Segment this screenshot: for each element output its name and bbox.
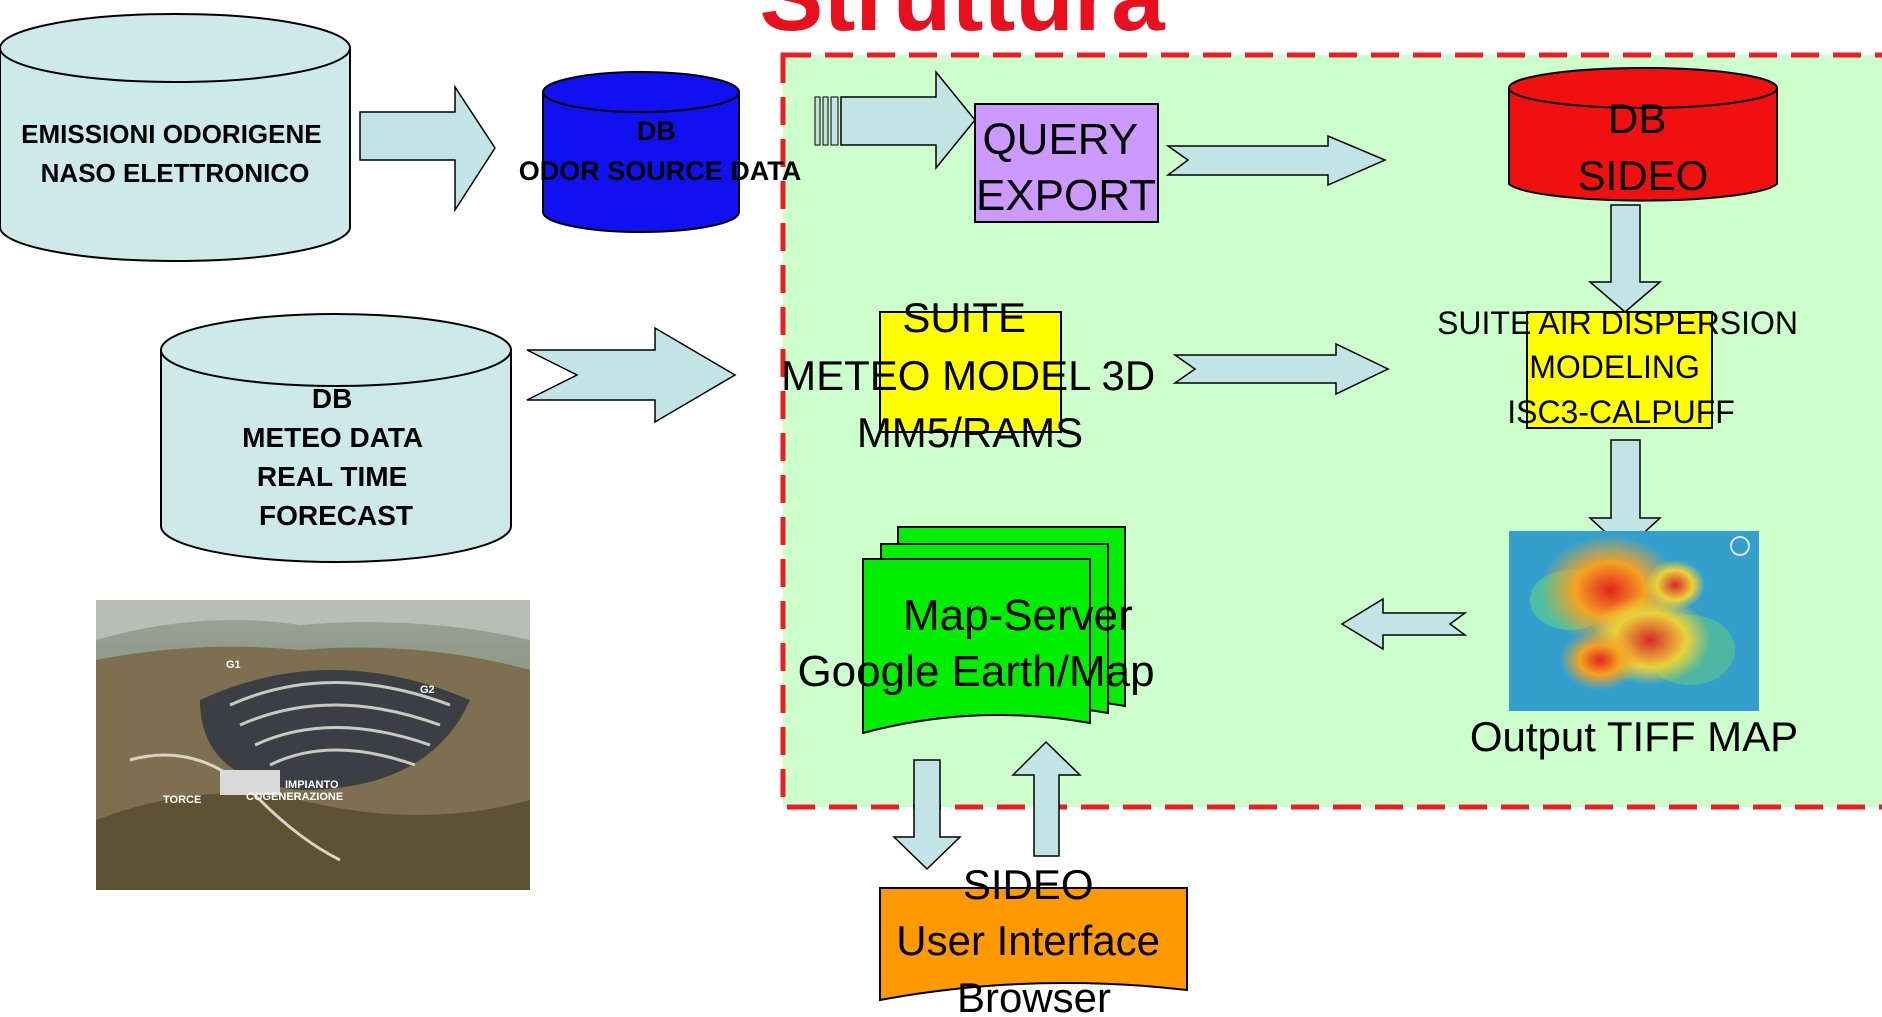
query-export-box: QUERY EXPORT bbox=[974, 103, 1159, 223]
photo-label-g1: G1 bbox=[226, 659, 241, 671]
query-line-1: QUERY bbox=[982, 115, 1137, 164]
arrow-query-to-sideo bbox=[1165, 134, 1387, 187]
svg-text:EMISSIONI ODORIGENE NASO: EMISSIONI ODORIGENE NASO ELETTRONICO bbox=[21, 119, 329, 188]
landfill-quarry-photo: G1 G2 IMPIANTO COGENERAZIONE TORCE bbox=[96, 600, 530, 890]
suite-air-line-1: SUITE AIR DISPERSION bbox=[1437, 305, 1798, 341]
svg-text:Map-Server Google Earth/: Map-Server Google Earth/Map bbox=[797, 591, 1154, 696]
arrow-meteo-to-air bbox=[1172, 342, 1390, 396]
svg-text:SIDEO User Interface: SIDEO User Interface Browser bbox=[896, 861, 1171, 1017]
svg-text:G1 G2 IMPIANTO: G1 G2 IMPIANTO COGENERAZIONE TORCE bbox=[163, 659, 438, 806]
db-meteo-line-2: METEO DATA bbox=[242, 422, 423, 453]
photo-label-impianto: IMPIANTO bbox=[285, 779, 339, 791]
db-meteo-line-1: DB bbox=[312, 383, 352, 414]
db-sideo-line-2: SIDEO bbox=[1578, 152, 1709, 199]
arrow-meteo-to-suite bbox=[526, 326, 737, 424]
db-emissioni-cylinder: EMISSIONI ODORIGENE NASO ELETTRONICO bbox=[0, 13, 351, 262]
sideo-ui-line-1: SIDEO bbox=[963, 861, 1094, 908]
emissioni-line-2: NASO ELETTRONICO bbox=[41, 158, 310, 188]
sideo-ui-line-2: User Interface bbox=[896, 917, 1160, 964]
svg-text:SUITE AIR DISPERSION MOD: SUITE AIR DISPERSION MODELING ISC3-CALPU… bbox=[1437, 305, 1807, 430]
arrow-ui-to-mapserver bbox=[1011, 740, 1082, 857]
arrow-sideo-to-air bbox=[1587, 204, 1663, 313]
suite-air-line-3: ISC3-CALPUFF bbox=[1507, 394, 1735, 430]
suite-meteo-model-box: SUITE METEO MODEL 3D MM5/RAMS bbox=[781, 294, 1167, 456]
sideo-ui-line-3: Browser bbox=[957, 974, 1111, 1017]
arrow-mapserver-to-ui bbox=[892, 759, 962, 871]
svg-text:DB SIDEO: DB SIDEO bbox=[1578, 95, 1709, 199]
svg-text:SUITE METEO MODEL 3D: SUITE METEO MODEL 3D MM5/RAMS bbox=[781, 294, 1167, 456]
photo-label-torce: TORCE bbox=[163, 794, 201, 806]
map-server-line-1: Map-Server bbox=[903, 591, 1133, 640]
suite-air-line-2: MODELING bbox=[1529, 349, 1700, 385]
db-odor-source-cylinder: DB ODOR SOURCE DATA bbox=[519, 71, 802, 233]
suite-air-dispersion-box: SUITE AIR DISPERSION MODELING ISC3-CALPU… bbox=[1437, 305, 1807, 430]
photo-label-cogenerazione: COGENERAZIONE bbox=[246, 791, 343, 803]
query-line-2: EXPORT bbox=[976, 171, 1156, 220]
suite-meteo-line-1: SUITE bbox=[902, 294, 1026, 341]
output-tiff-label: Output TIFF MAP bbox=[1470, 713, 1798, 760]
map-server-document-stack: Map-Server Google Earth/Map bbox=[797, 526, 1155, 735]
db-odor-line-2: ODOR SOURCE DATA bbox=[519, 156, 802, 186]
photo-label-g2: G2 bbox=[420, 684, 435, 696]
arrow-db-to-query bbox=[814, 69, 976, 171]
sideo-user-interface-document: SIDEO User Interface Browser bbox=[879, 861, 1188, 1017]
db-odor-line-1: DB bbox=[637, 116, 676, 146]
db-meteo-line-4: FORECAST bbox=[259, 500, 413, 531]
svg-text:QUERY EXPORT: QUERY EXPORT bbox=[976, 115, 1156, 220]
emissioni-line-1: EMISSIONI ODORIGENE bbox=[21, 119, 322, 149]
db-sideo-cylinder: DB SIDEO bbox=[1508, 67, 1778, 202]
svg-text:DB METEO DATA REAL: DB METEO DATA REAL TIME FORECAST bbox=[242, 383, 430, 531]
db-meteo-line-3: REAL TIME bbox=[257, 461, 407, 492]
db-sideo-line-1: DB bbox=[1608, 95, 1666, 142]
arrow-output-to-mapserver bbox=[1340, 597, 1468, 651]
map-server-line-2: Google Earth/Map bbox=[797, 647, 1154, 696]
suite-meteo-line-2: METEO MODEL 3D bbox=[781, 352, 1155, 399]
suite-meteo-line-3: MM5/RAMS bbox=[857, 409, 1083, 456]
page-title: Struttura bbox=[759, 0, 1165, 51]
arrow-emissioni-to-db bbox=[359, 84, 496, 213]
db-meteo-cylinder: DB METEO DATA REAL TIME FORECAST bbox=[160, 313, 512, 563]
dispersion-heatmap-image bbox=[1509, 531, 1759, 711]
svg-text:DB ODOR SOURCE DATA: DB ODOR SOURCE DATA bbox=[519, 116, 802, 186]
